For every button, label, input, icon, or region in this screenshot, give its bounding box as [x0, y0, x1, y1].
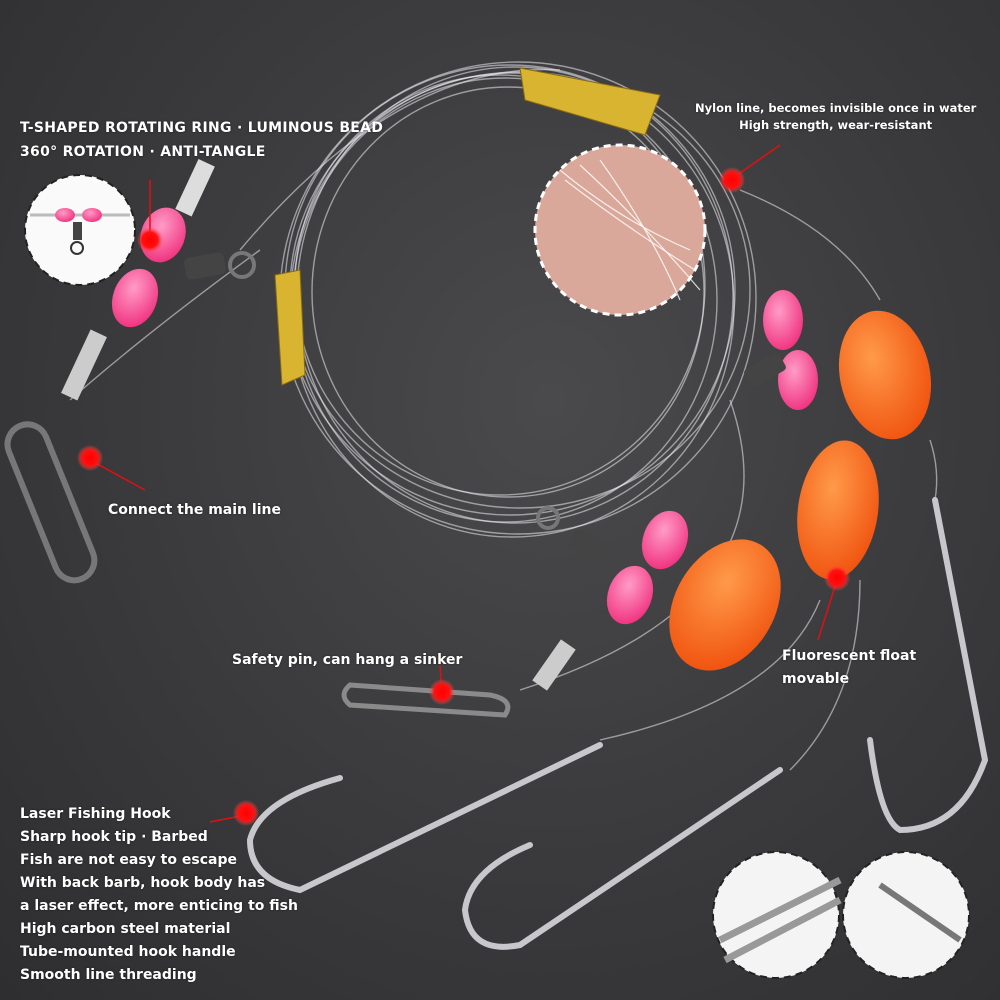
hook-line: Fish are not easy to escape [20, 852, 237, 868]
nylon-line-label: Nylon line, becomes invisible once in wa… [695, 100, 976, 134]
hook-closeup-insets [712, 851, 970, 979]
hook-line: Sharp hook tip · Barbed [20, 829, 208, 845]
hook-line: Tube-mounted hook handle [20, 944, 236, 960]
hook-label: Laser Fishing Hook Sharp hook tip · Barb… [20, 803, 298, 987]
gold-tape [274, 67, 661, 386]
float-line-1: Fluorescent float [782, 648, 917, 664]
hook-line: Smooth line threading [20, 967, 197, 983]
left-swivel-rig [4, 159, 256, 584]
rotating-ring-inset [24, 174, 136, 286]
beads-and-floats [532, 290, 932, 691]
annotation-marker-dots [77, 167, 850, 826]
float-label: Fluorescent float movable [782, 645, 916, 691]
laser-hooks [246, 497, 989, 950]
hook-line: Laser Fishing Hook [20, 806, 171, 822]
nylon-closeup-inset [533, 143, 707, 317]
rotating-ring-line-2: 360° ROTATION · ANTI-TANGLE [20, 144, 266, 160]
nylon-line-2: High strength, wear-resistant [739, 118, 933, 132]
safety-pin [341, 682, 511, 718]
float-line-2: movable [782, 671, 850, 687]
rotating-ring-line-1: T-SHAPED ROTATING RING · LUMINOUS BEAD [20, 120, 384, 136]
annotation-markers [89, 144, 838, 823]
hook-line: a laser effect, more enticing to fish [20, 898, 298, 914]
rotating-ring-label: T-SHAPED ROTATING RING · LUMINOUS BEAD 3… [20, 116, 383, 164]
hook-line: High carbon steel material [20, 921, 231, 937]
main-line-label: Connect the main line [108, 502, 281, 518]
nylon-line-1: Nylon line, becomes invisible once in wa… [695, 101, 977, 115]
safety-pin-label: Safety pin, can hang a sinker [232, 652, 463, 668]
hook-line: With back barb, hook body has [20, 875, 266, 891]
